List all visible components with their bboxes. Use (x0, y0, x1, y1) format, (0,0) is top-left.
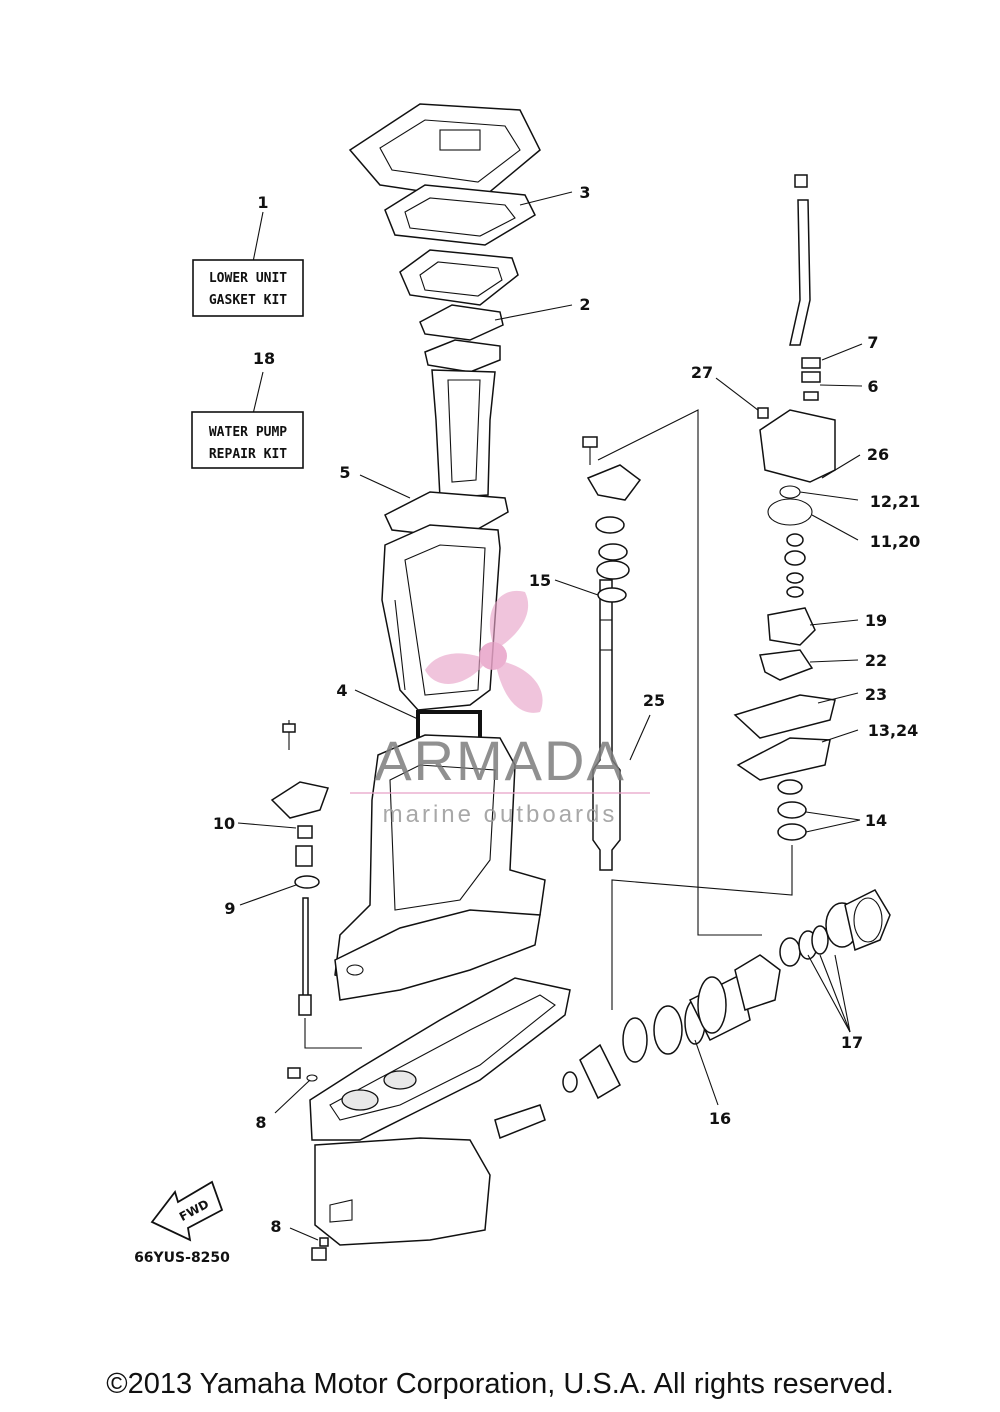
spacer-plate (399, 249, 519, 306)
armada-watermark: ARMADA marine outboards (350, 590, 650, 828)
callout-2: 2 (579, 295, 590, 314)
callout-10: 10 (213, 814, 235, 833)
lower-casing (334, 734, 546, 1001)
gasket-5 (384, 491, 509, 539)
diagram-code: 66YUS-8250 (134, 1250, 230, 1266)
callout-13-24: 13,24 (868, 721, 919, 740)
gear-case (309, 977, 571, 1246)
gasket-3 (384, 184, 536, 246)
callout-16: 16 (709, 1109, 731, 1128)
callout-4: 4 (336, 681, 347, 700)
watermark-brand: ARMADA (374, 729, 626, 792)
water-pump-kit-line1: WATER PUMP (209, 425, 287, 440)
callout-7: 7 (867, 333, 878, 352)
exhaust-guide (424, 339, 501, 499)
callout-12-21: 12,21 (870, 492, 921, 511)
gasket-kit-line1: LOWER UNIT (209, 271, 287, 286)
water-pump-kit-number: 18 (253, 349, 275, 368)
water-pump-kit-line2: REPAIR KIT (209, 447, 287, 462)
callout-numbers: 3 2 5 4 7 6 27 26 12,21 11,20 19 22 23 1… (213, 183, 920, 1236)
callout-9: 9 (224, 899, 235, 918)
callout-25: 25 (643, 691, 665, 710)
callout-14: 14 (865, 811, 887, 830)
water-pump-assembly (733, 174, 836, 841)
drive-shaft-bearing-stack (582, 436, 642, 603)
propeller-logo-icon (425, 590, 543, 713)
callout-26: 26 (867, 445, 889, 464)
propeller-shaft-bearing-stack (494, 889, 891, 1140)
callout-5: 5 (339, 463, 350, 482)
water-pump-kit-box: 18 WATER PUMP REPAIR KIT (191, 349, 304, 469)
callout-6: 6 (867, 377, 878, 396)
assembly-lines (304, 409, 793, 1049)
gasket-kit-number: 1 (257, 193, 268, 212)
forward-arrow-icon: FWD (150, 1180, 224, 1242)
callout-27: 27 (691, 363, 713, 382)
callout-15: 15 (529, 571, 551, 590)
callout-8-lower: 8 (270, 1217, 281, 1236)
callout-22: 22 (865, 651, 887, 670)
drain-screws (287, 1067, 329, 1261)
gasket-2 (419, 304, 504, 341)
gasket-kit-box: 1 LOWER UNIT GASKET KIT (192, 193, 304, 317)
drive-shaft (592, 579, 621, 871)
leader-lines (237, 191, 863, 1241)
gasket-kit-line2: GASKET KIT (209, 293, 287, 308)
watermark-tagline: marine outboards (383, 801, 618, 828)
callout-17: 17 (841, 1033, 863, 1052)
callout-3: 3 (579, 183, 590, 202)
callout-11-20: 11,20 (870, 532, 921, 551)
callout-23: 23 (865, 685, 887, 704)
callout-8-upper: 8 (255, 1113, 266, 1132)
callout-19: 19 (865, 611, 887, 630)
shift-rod (270, 720, 329, 1016)
upper-plate (348, 103, 541, 201)
copyright-notice: ©2013 Yamaha Motor Corporation, U.S.A. A… (106, 1368, 894, 1400)
